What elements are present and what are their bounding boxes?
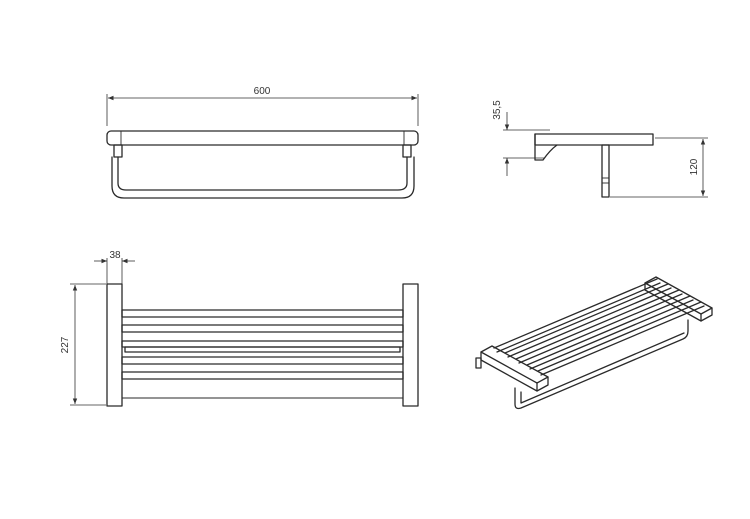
side-post [601, 144, 610, 198]
side-plate [534, 133, 654, 146]
mount-height-label: 120 [689, 158, 700, 175]
bar-height-dimension: 35,5 [492, 100, 550, 176]
height-dimension: 227 [60, 283, 106, 406]
width-label: 600 [254, 86, 271, 97]
side-view: 35,5 120 [492, 100, 708, 198]
right-end-bracket [402, 283, 419, 407]
height-label: 227 [60, 336, 71, 353]
towel-bar [111, 156, 415, 199]
bar-height-label: 35,5 [492, 100, 503, 120]
left-end-bracket [106, 283, 123, 407]
isometric-view [475, 276, 713, 410]
front-view: 600 [106, 86, 419, 199]
shelf-plate [106, 130, 419, 146]
iso-towel-bar [514, 319, 689, 410]
depth-label: 38 [109, 250, 121, 261]
top-view: 38 227 [60, 250, 419, 407]
front-bracket [480, 345, 549, 384]
mount-height-dimension: 120 [610, 137, 708, 198]
depth-dimension: 38 [94, 250, 135, 284]
width-dimension: 600 [106, 86, 419, 126]
